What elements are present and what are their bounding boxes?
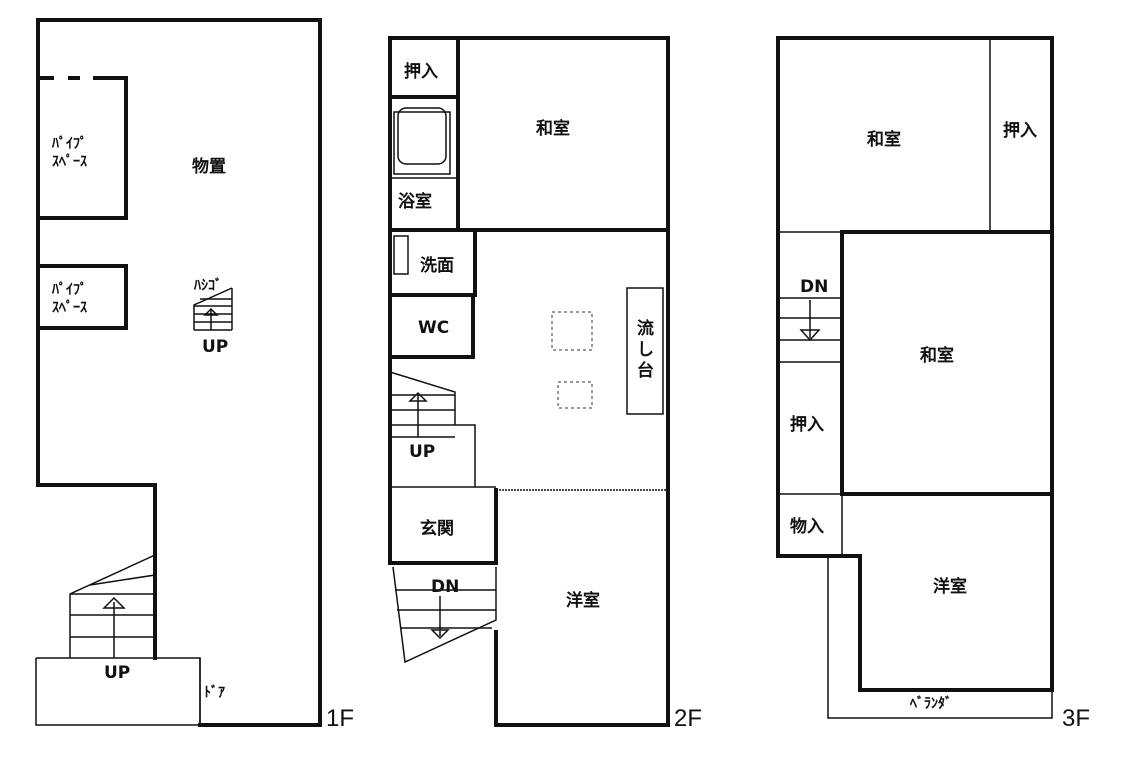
floor-label-2f: 2F [674,705,702,732]
floor-2f: 押入 和室 浴室 洗面 WC 流 し 台 UP 玄関 DN 洋室 2F [388,36,702,732]
closet-top-label: 押入 [1003,120,1037,141]
wc-label: WC [418,318,449,338]
washitsu-top-label: 和室 [867,129,901,150]
floor-label-1f: 1F [326,705,354,732]
stair-up-label-1f: UP [104,663,130,683]
floor-label-3f: 3F [1062,705,1090,732]
youshitsu-label-3f: 洋室 [933,576,967,597]
washroom-label: 洗面 [420,255,454,276]
closet-left-label: 押入 [790,414,824,435]
stair-dn-label-2f: DN [431,577,459,597]
bath-label: 浴室 [398,191,432,212]
stair-up-label-2f: UP [409,442,435,462]
closet-label-2f: 押入 [404,61,438,82]
ladder-up-label: UP [202,337,228,357]
sink-label-1: 流 [637,318,654,339]
pipe-space-2-label-a: ﾊﾟｲﾌﾟ [51,281,87,298]
storage-label: 物置 [192,156,226,177]
floor-3f: 和室 押入 DN 和室 押入 物入 洋室 ﾍﾞﾗﾝﾀﾞ 3F [776,36,1090,732]
stair-3f-dn [778,297,842,363]
veranda-label: ﾍﾞﾗﾝﾀﾞ [909,695,952,712]
ladder-icon [193,287,233,331]
washitsu-mid-label: 和室 [920,345,954,366]
sink-label-3: 台 [637,360,654,381]
pipe-space-1-label-b: ｽﾍﾟｰｽ [52,153,87,170]
storage-closet-label: 物入 [790,516,824,537]
pipe-space-1-label-a: ﾊﾟｲﾌﾟ [51,135,87,152]
floor-1f: ﾊﾟｲﾌﾟ ｽﾍﾟｰｽ 物置 ﾊﾟｲﾌﾟ ｽﾍﾟｰｽ ﾊｼｺﾞ UP UP ﾄﾞ… [35,18,354,732]
stair-dn-label-3f: DN [800,277,828,297]
stair-2f-up [389,371,476,487]
door-label: ﾄﾞｱ [204,684,225,701]
ladder-label: ﾊｼｺﾞ [193,277,222,294]
youshitsu-label-2f: 洋室 [566,590,600,611]
washitsu-label-2f: 和室 [536,118,570,139]
entrance-label: 玄関 [420,518,454,539]
stair-2f-dn [392,566,497,664]
stair-1f [69,554,156,658]
pipe-space-2-label-b: ｽﾍﾟｰｽ [52,299,87,316]
sink-label-2: し [637,340,654,360]
